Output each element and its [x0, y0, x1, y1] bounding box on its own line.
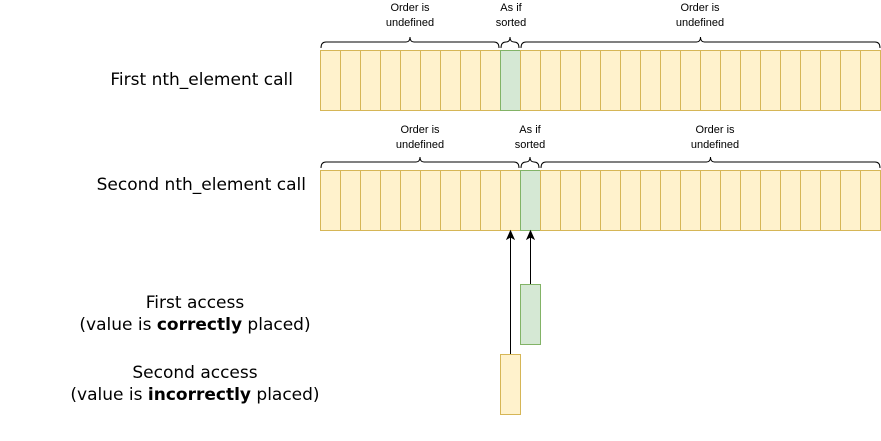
array-cell: [800, 170, 821, 231]
brace-mid: [520, 156, 540, 169]
array-cell: [720, 50, 741, 111]
array-cell: [860, 170, 881, 231]
row-label-second-call: Second nth_element call: [96, 175, 306, 195]
array-cell: [600, 50, 621, 111]
array-cell: [360, 50, 381, 111]
array-cell: [420, 170, 441, 231]
array-cell: [780, 50, 801, 111]
array-cell: [820, 50, 841, 111]
array-cell: [400, 170, 421, 231]
array-cell: [400, 50, 421, 111]
first-access-arrow-head: [525, 229, 536, 241]
array-cell-sorted: [520, 170, 541, 231]
access-arrows: [500, 229, 541, 415]
array-cell: [640, 50, 661, 111]
array-cell: [700, 50, 721, 111]
brace-mid: [500, 36, 520, 49]
array-cell: [360, 170, 381, 231]
array-cell: [860, 50, 881, 111]
array-cell: [540, 170, 561, 231]
array-cell: [460, 50, 481, 111]
array-cell: [760, 170, 781, 231]
array-cell: [600, 170, 621, 231]
brace-left: [320, 156, 520, 169]
array-cell: [660, 170, 681, 231]
second-access-cell: [500, 354, 521, 415]
brace-label-mid-first: As if sorted: [495, 2, 527, 29]
array-cell: [560, 50, 581, 111]
second-access-title: Second access: [132, 363, 258, 383]
array-cell: [340, 50, 361, 111]
array-cell: [500, 170, 521, 231]
array-cell: [440, 50, 461, 111]
array-cell: [320, 50, 341, 111]
array-cell: [480, 170, 501, 231]
array-cell: [560, 170, 581, 231]
second-access-arrow-head: [505, 229, 516, 241]
array-cell: [760, 50, 781, 111]
array-cell: [640, 170, 661, 231]
array-cell: [340, 170, 361, 231]
array-cell: [480, 50, 501, 111]
array-cell: [680, 170, 701, 231]
second-access-note: (value is incorrectly placed): [70, 385, 320, 405]
array-cell: [660, 50, 681, 111]
second-access-label: Second access (value is incorrectly plac…: [30, 362, 360, 406]
array-cell: [840, 170, 861, 231]
brace-label-right-first: Order is undefined: [675, 2, 725, 29]
array-cell: [680, 50, 701, 111]
array-cell: [780, 170, 801, 231]
brace-right: [520, 36, 881, 49]
brace-label-right-second: Order is undefined: [690, 124, 740, 151]
first-access-cell: [520, 284, 541, 345]
array-cell: [820, 170, 841, 231]
array-cell: [800, 50, 821, 111]
first-access-title: First access: [145, 293, 245, 313]
brace-label-left-first: Order is undefined: [385, 2, 435, 29]
array-cell-sorted: [500, 50, 521, 111]
array-cell: [740, 170, 761, 231]
array-cell: [440, 170, 461, 231]
array-row-second-call: [320, 156, 881, 231]
array-cell: [420, 50, 441, 111]
array-cell: [380, 50, 401, 111]
array-cell: [840, 50, 861, 111]
row-label-first-call: First nth_element call: [110, 70, 293, 90]
brace-left: [320, 36, 500, 49]
array-cell: [620, 170, 641, 231]
array-row-first-call: [320, 36, 881, 111]
array-cell: [380, 170, 401, 231]
array-cell: [520, 50, 541, 111]
brace-right: [540, 156, 881, 169]
array-cell: [580, 50, 601, 111]
brace-label-mid-second: As if sorted: [514, 124, 546, 151]
array-cell: [460, 170, 481, 231]
array-cell: [620, 50, 641, 111]
array-cell: [540, 50, 561, 111]
first-access-label: First access (value is correctly placed): [30, 292, 360, 336]
array-cell: [740, 50, 761, 111]
array-cell: [580, 170, 601, 231]
array-cell: [720, 170, 741, 231]
array-cell: [700, 170, 721, 231]
first-access-note: (value is correctly placed): [79, 315, 311, 335]
array-cell: [320, 170, 341, 231]
brace-label-left-second: Order is undefined: [395, 124, 445, 151]
